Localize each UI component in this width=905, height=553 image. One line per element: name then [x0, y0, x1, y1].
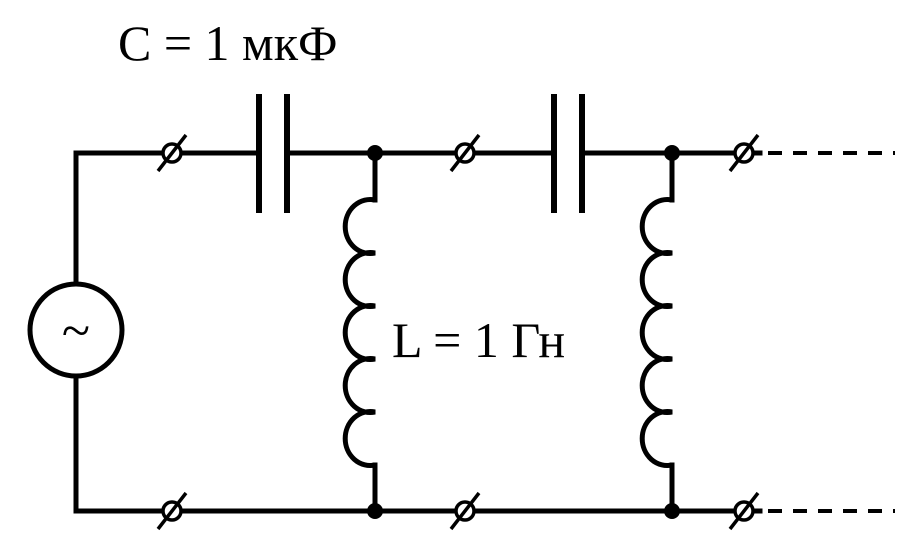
terminal-top-3	[728, 133, 760, 173]
terminal-bottom-1	[156, 491, 188, 531]
inductor-1-coil	[342, 197, 376, 468]
junction-node-top-1	[367, 145, 383, 161]
terminal-bottom-2	[449, 491, 481, 531]
terminal-top-2	[449, 133, 481, 173]
junction-node-top-2	[664, 145, 680, 161]
terminal-top-1	[156, 133, 188, 173]
junction-node-bottom-2	[664, 503, 680, 519]
ac-source-symbol: ~	[62, 303, 90, 360]
terminal-bottom-3	[728, 491, 760, 531]
ac-source	[27, 281, 125, 379]
capacitance-label: C = 1 мкФ	[118, 15, 337, 71]
junction-node-bottom-1	[367, 503, 383, 519]
inductor-2-coil	[639, 197, 673, 468]
inductance-label: L = 1 Гн	[392, 312, 565, 368]
